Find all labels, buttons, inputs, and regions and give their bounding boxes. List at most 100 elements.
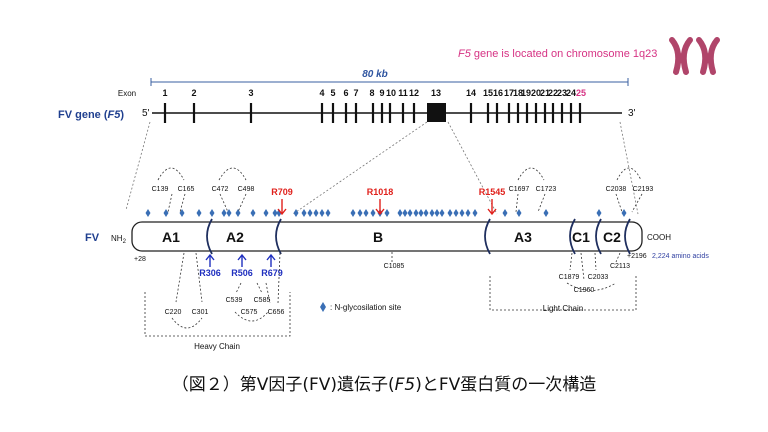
cys-c301: C301 — [192, 309, 209, 316]
exon-1-label: 1 — [162, 88, 167, 98]
cys-c1723: C1723 — [536, 186, 557, 193]
glyco-site-4 — [196, 209, 202, 217]
chromosome-icon — [669, 37, 720, 75]
glyco-site-30 — [423, 209, 429, 217]
glyco-site-24 — [384, 209, 390, 217]
exon-17-label: 17 — [504, 88, 514, 98]
cleavage-r506: R506 — [231, 268, 253, 278]
gene-length-label: 80 kb — [362, 69, 388, 80]
glyco-site-10 — [263, 209, 269, 217]
cys-c2193: C2193 — [633, 186, 654, 193]
cys-c1879: C1879 — [559, 274, 580, 281]
glyco-site-21 — [363, 209, 369, 217]
glyco-legend-label: : N-glycosilation site — [330, 303, 402, 312]
exon-10-label: 10 — [386, 88, 396, 98]
glyco-site-43 — [621, 209, 627, 217]
glyco-site-41 — [543, 209, 549, 217]
glyco-site-27 — [407, 209, 413, 217]
exon-18-label: 18 — [513, 88, 523, 98]
glyco-site-5 — [209, 209, 215, 217]
exon-2-label: 2 — [191, 88, 196, 98]
cleavage-sites-blue: R306 R506 R679 — [199, 268, 283, 278]
protein-bar — [131, 221, 643, 252]
glyco-site-7 — [226, 209, 232, 217]
domain-c2: C2 — [603, 229, 621, 245]
glyco-site-35 — [453, 209, 459, 217]
glyco-site-29 — [418, 209, 424, 217]
exon-15-label: 15 — [483, 88, 493, 98]
glyco-site-32 — [434, 209, 440, 217]
glyco-site-36 — [459, 209, 465, 217]
cys-c139: C139 — [152, 186, 169, 193]
domain-a2: A2 — [226, 229, 244, 245]
exon-4-label: 4 — [319, 88, 324, 98]
glyco-site-8 — [235, 209, 241, 217]
glyco-site-28 — [413, 209, 419, 217]
chromosome-note-text: gene is located on chromosome 1q23 — [471, 48, 658, 60]
exon-8-label: 8 — [369, 88, 374, 98]
gene-row-label: FV gene (F5) — [58, 109, 124, 121]
glyco-site-6 — [221, 209, 227, 217]
protein-end: +2196 — [627, 253, 647, 260]
exon-20-label: 20 — [531, 88, 541, 98]
cys-c2033: C2033 — [588, 274, 609, 281]
cleavage-sites-red: R709 R1018 R1545 — [271, 187, 505, 197]
domain-b: B — [373, 229, 383, 245]
c-terminus: COOH — [647, 233, 671, 242]
exon-11-label: 11 — [398, 88, 408, 98]
protein-row-label: FV — [85, 232, 100, 244]
glyco-site-9 — [250, 209, 256, 217]
glyco-site-14 — [301, 209, 307, 217]
cleavage-r1018: R1018 — [367, 187, 394, 197]
cys-c1697: C1697 — [509, 186, 530, 193]
domain-c1: C1 — [572, 229, 590, 245]
glyco-site-39 — [502, 209, 508, 217]
exon-19-label: 19 — [521, 88, 531, 98]
light-chain-label: Light Chain — [543, 304, 583, 313]
cys-c656: C656 — [268, 309, 285, 316]
exon-6-label: 6 — [343, 88, 348, 98]
glyco-site-31 — [429, 209, 435, 217]
domain-a3: A3 — [514, 229, 532, 245]
exon-24-label: 24 — [566, 88, 576, 98]
exon-12-label: 12 — [409, 88, 419, 98]
glyco-legend-icon — [320, 302, 326, 312]
exon-3-label: 3 — [248, 88, 253, 98]
cleavage-r709: R709 — [271, 187, 293, 197]
cys-c2113: C2113 — [610, 263, 630, 270]
glyco-site-3 — [179, 209, 185, 217]
domain-a1: A1 — [162, 229, 180, 245]
cys-c165: C165 — [178, 186, 195, 193]
exon-21-label: 21 — [540, 88, 550, 98]
cys-c472: C472 — [212, 186, 229, 193]
exon-header: Exon — [118, 89, 136, 98]
cys-c575: C575 — [241, 309, 258, 316]
glyco-site-19 — [350, 209, 356, 217]
glyco-site-40 — [516, 209, 522, 217]
figure-caption: （図２）第V因子(FV)遺伝子(F5)とFV蛋白質の一次構造 — [171, 375, 597, 395]
exon-9-label: 9 — [379, 88, 384, 98]
glyco-site-18 — [325, 209, 331, 217]
glyco-site-37 — [465, 209, 471, 217]
cys-c220: C220 — [165, 309, 182, 316]
gene-5-prime: 5' — [142, 108, 150, 119]
glyco-site-20 — [357, 209, 363, 217]
glyco-site-22 — [370, 209, 376, 217]
exon-5-label: 5 — [330, 88, 335, 98]
glyco-site-2 — [163, 209, 169, 217]
glyco-site-25 — [397, 209, 403, 217]
exon-23-label: 23 — [557, 88, 567, 98]
cleavage-r1545: R1545 — [479, 187, 506, 197]
exon-16-label: 16 — [493, 88, 503, 98]
glyco-site-38 — [472, 209, 478, 217]
cleavage-r679: R679 — [261, 268, 283, 278]
glyco-site-42 — [596, 209, 602, 217]
exon-marks — [163, 103, 582, 123]
cys-c1085: C1085 — [384, 263, 405, 270]
glyco-site-11 — [272, 209, 278, 217]
n-terminus: NH2 — [111, 234, 127, 245]
chromosome-note: F5 gene is located on chromosome 1q23 — [458, 48, 657, 60]
glyco-site-33 — [439, 209, 445, 217]
